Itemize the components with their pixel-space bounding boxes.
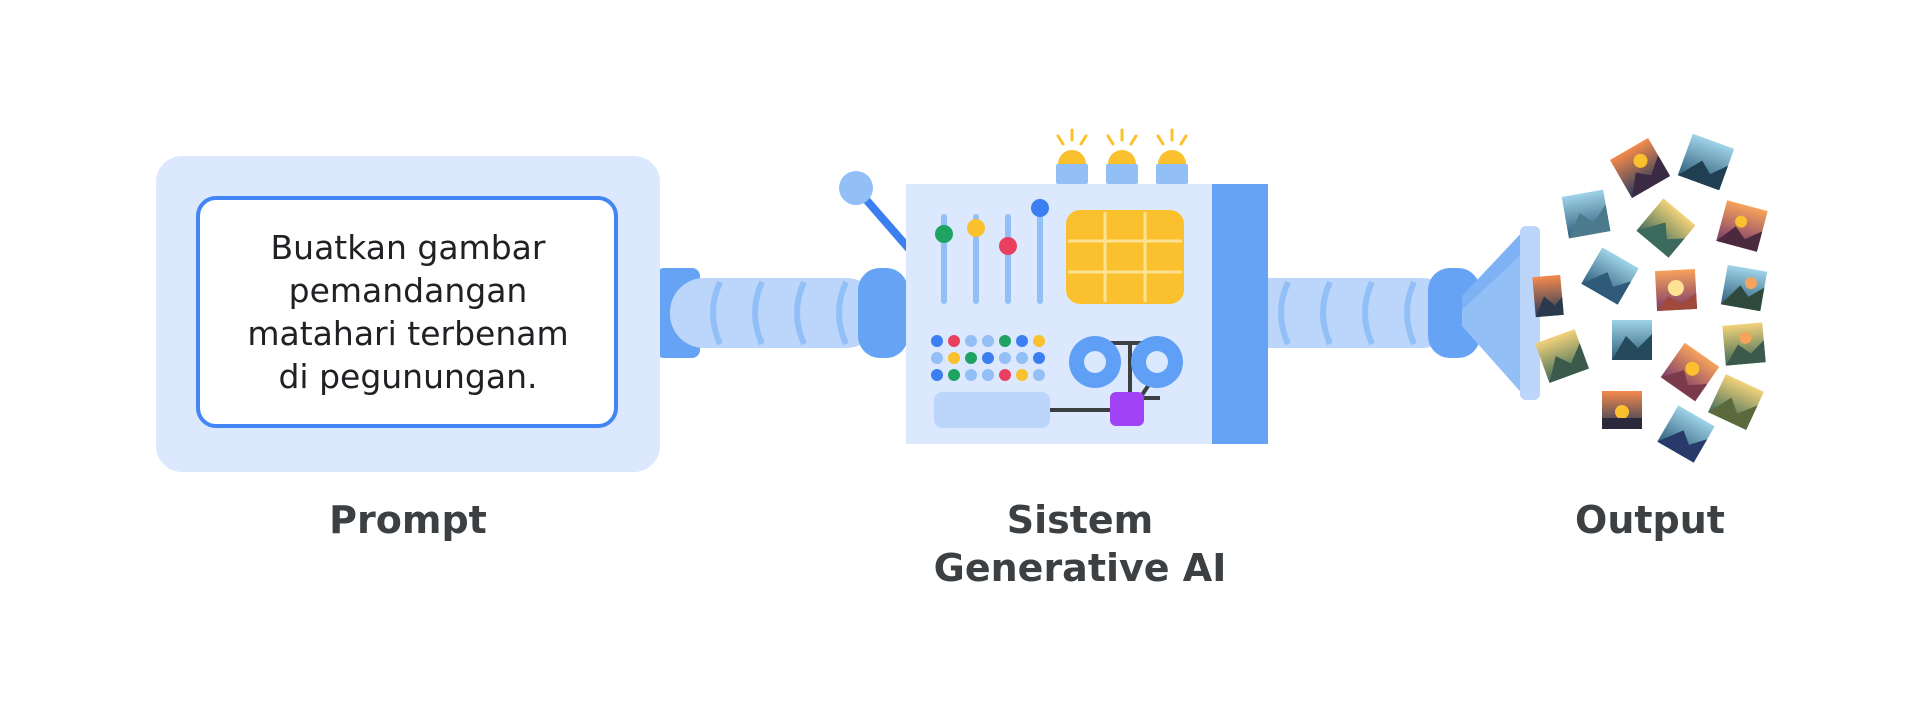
landscape-thumbnail <box>1716 200 1768 252</box>
light-bulb-icon <box>1056 128 1088 184</box>
prompt-line: pemandangan <box>288 271 528 310</box>
landscape-thumbnail <box>1602 391 1642 429</box>
slider-icon <box>935 199 1049 304</box>
system-label-line1: Sistem <box>1006 498 1154 542</box>
landscape-thumbnail <box>1532 274 1564 318</box>
button-grid <box>931 335 1045 381</box>
landscape-thumbnail <box>1612 320 1652 360</box>
pipe-right <box>1236 268 1480 358</box>
generative-machine <box>839 128 1268 444</box>
reel-icon <box>1042 336 1183 426</box>
prompt-label: Prompt <box>329 498 487 542</box>
light-bulb-icon <box>1106 128 1138 184</box>
landscape-thumbnail <box>1535 329 1589 383</box>
prompt-line: matahari terbenam <box>247 314 569 353</box>
landscape-thumbnail <box>1657 405 1715 463</box>
light-bulb-icon <box>1156 128 1188 184</box>
funnel-nozzle <box>1462 226 1540 400</box>
lever-knob <box>839 171 873 205</box>
landscape-thumbnail <box>1654 268 1698 312</box>
landscape-thumbnail <box>1677 133 1735 191</box>
prompt-line: di pegunungan. <box>278 357 538 396</box>
landscape-thumbnail <box>1720 264 1768 312</box>
prompt-box <box>156 156 660 472</box>
landscape-thumbnail <box>1581 247 1639 305</box>
display-strip <box>934 392 1050 428</box>
output-images <box>1532 133 1768 463</box>
prompt-line: Buatkan gambar <box>270 228 546 267</box>
system-label-line2: Generative AI <box>933 546 1227 590</box>
landscape-thumbnail <box>1561 189 1611 239</box>
system-label: Sistem Generative AI <box>900 496 1260 592</box>
prompt-text: Buatkan gambar pemandangan matahari terb… <box>200 200 616 424</box>
landscape-thumbnail <box>1660 342 1720 402</box>
keypad-icon <box>1066 210 1184 304</box>
landscape-thumbnail <box>1636 198 1696 258</box>
landscape-thumbnail <box>1708 374 1764 430</box>
landscape-thumbnail <box>1722 322 1766 366</box>
output-label: Output <box>1575 498 1725 542</box>
landscape-thumbnail <box>1609 137 1671 199</box>
pipe-left <box>656 268 908 358</box>
